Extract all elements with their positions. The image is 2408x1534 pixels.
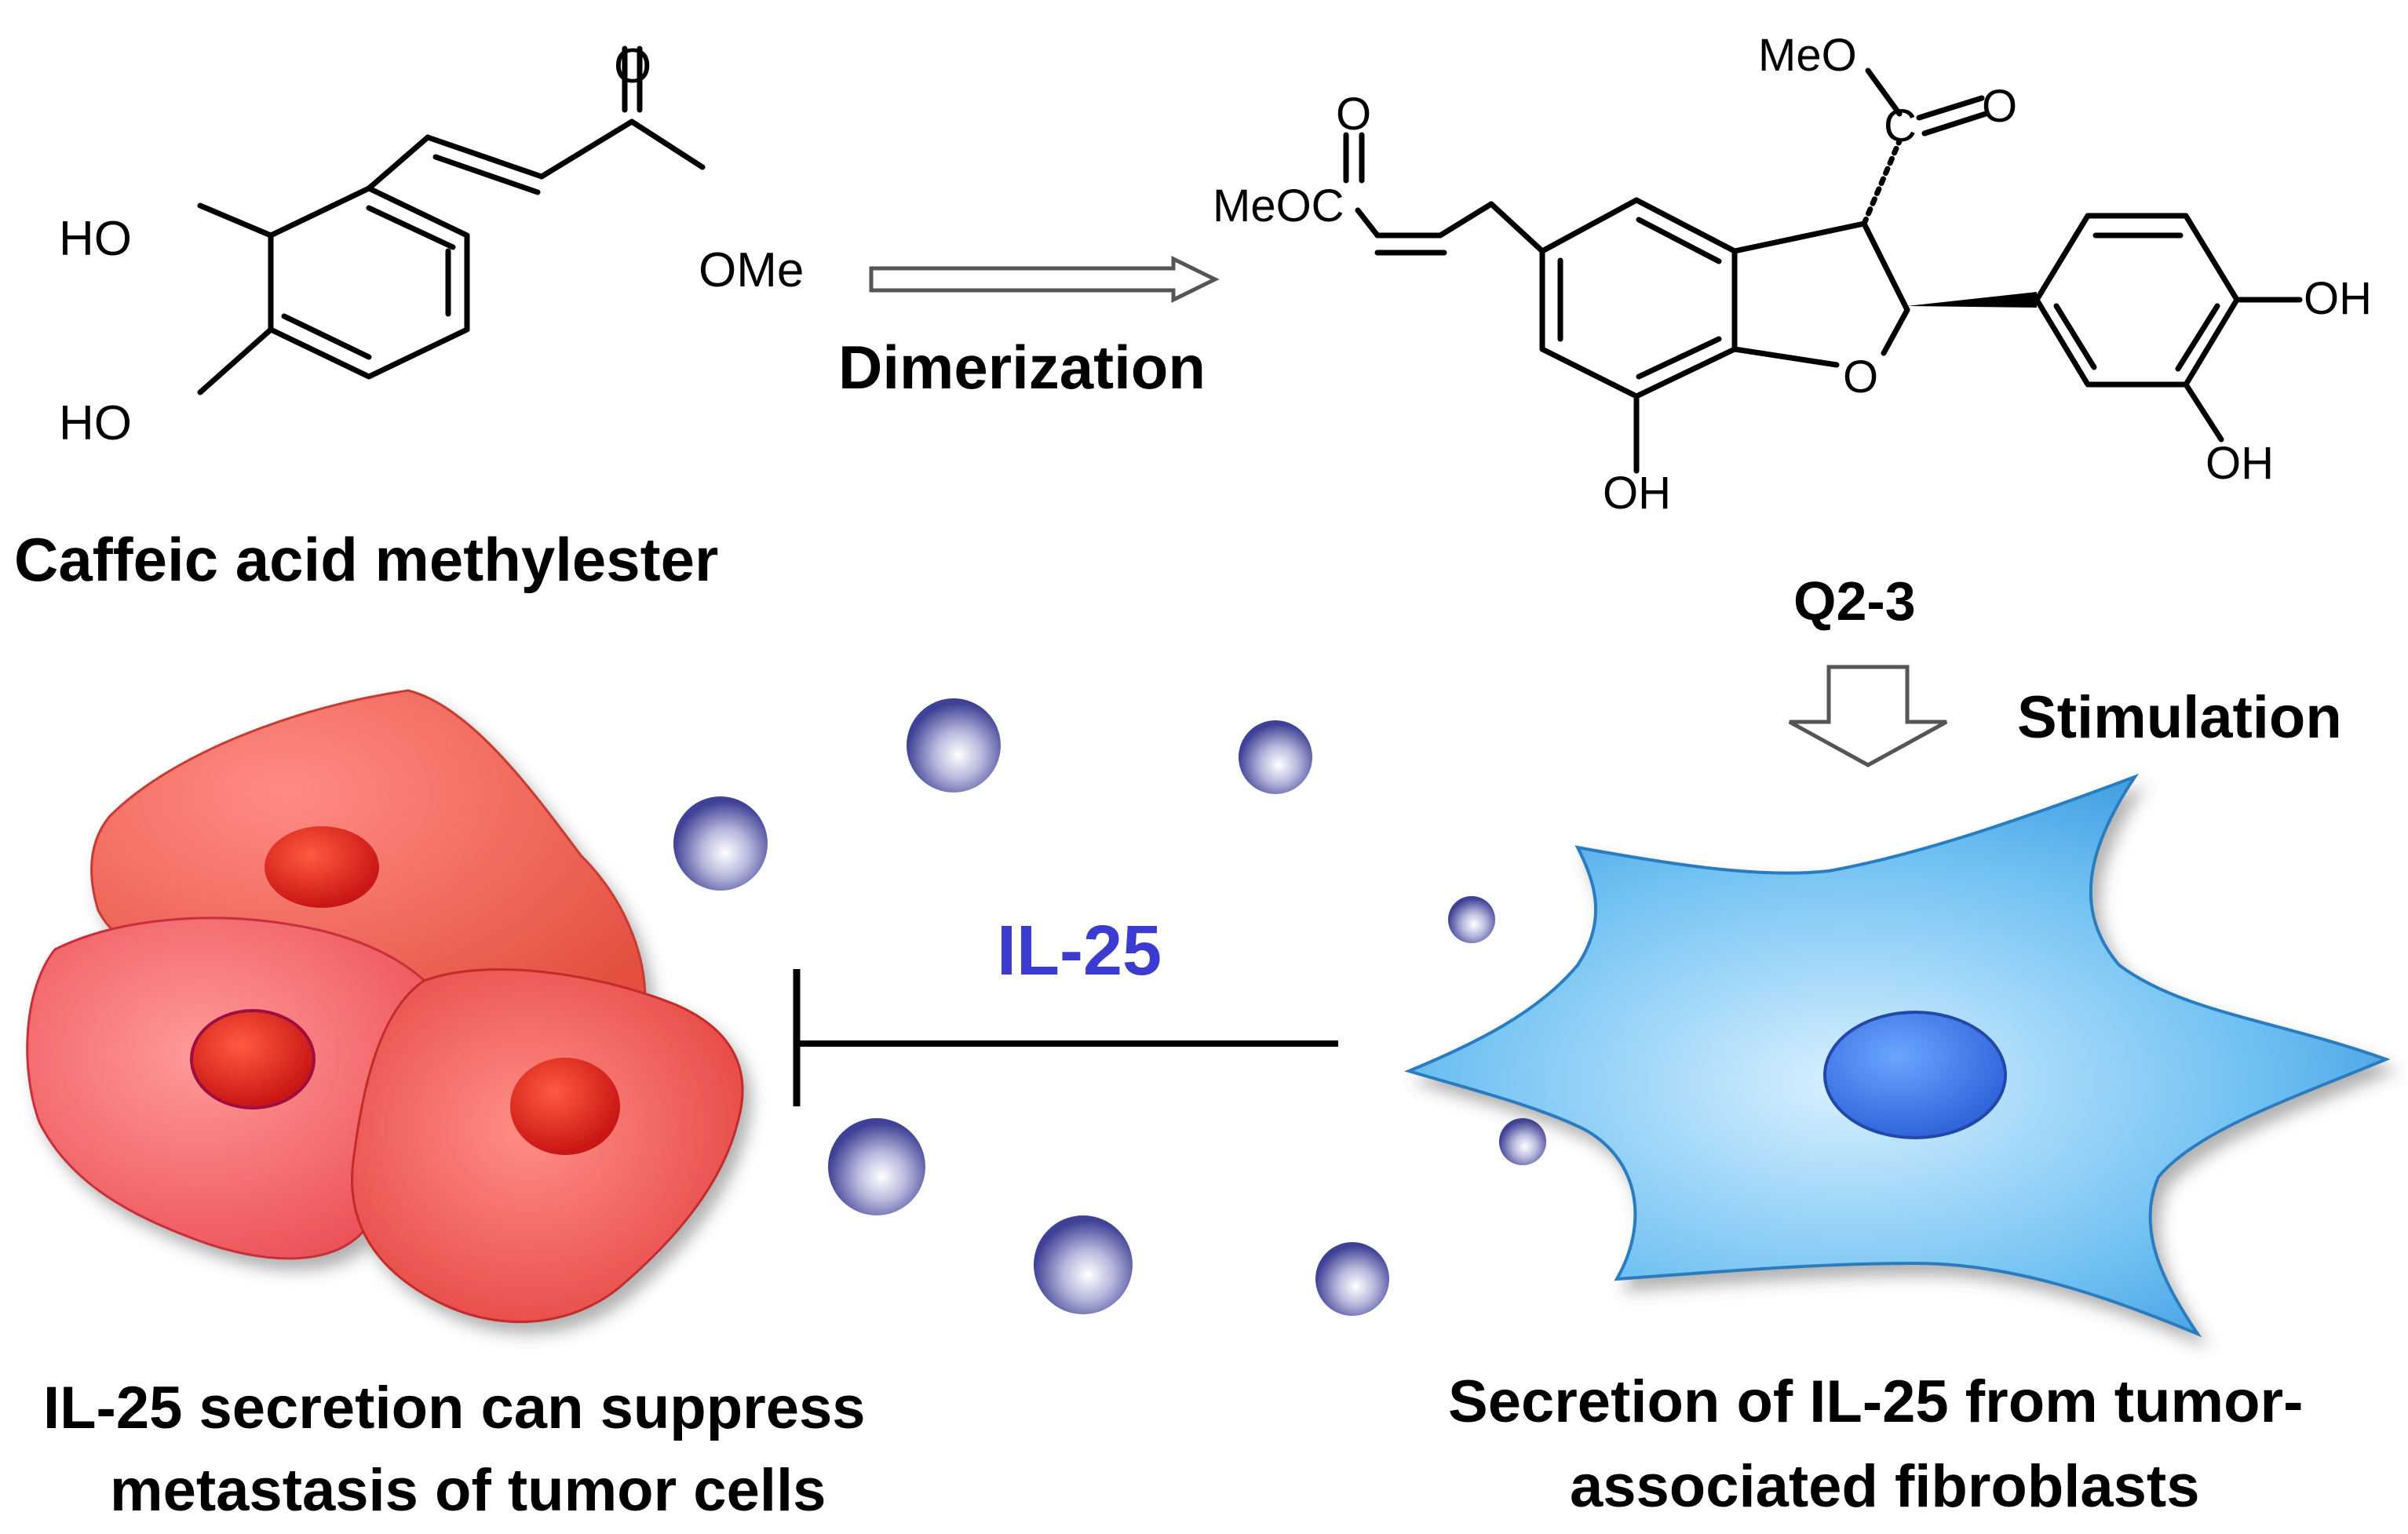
il25-particle <box>1315 1242 1389 1316</box>
product-meo-top: MeO <box>1758 30 1857 81</box>
product-ring-b <box>2034 213 2240 388</box>
product-ester-o: O <box>1982 81 2017 132</box>
product-oh-right-top: OH <box>2304 273 2372 324</box>
product-meoc: MeOC <box>1213 180 1344 231</box>
product-furan-1 <box>1731 220 1867 254</box>
fibroblast-caption-line1: Secretion of IL-25 from tumor- <box>1448 1368 2303 1435</box>
il25-particle <box>1239 720 1312 794</box>
reactant-ring-double-1 <box>281 313 372 360</box>
product-c2-wedge <box>1907 292 2037 308</box>
reactant-ome: OMe <box>699 243 804 297</box>
product-furan-4 <box>1731 346 1840 368</box>
il25-particle <box>907 698 1001 793</box>
stimulation-label: Stimulation <box>2017 684 2342 751</box>
fibroblast-nucleus <box>1823 1011 2007 1139</box>
reactant-chain-3 <box>538 118 635 180</box>
product-ester-co-2 <box>1921 111 1989 137</box>
product-furan-2 <box>1861 220 1910 313</box>
product-chain-4 <box>1355 207 1381 239</box>
dimerization-label: Dimerization <box>838 333 1206 402</box>
il25-particle <box>1499 1118 1546 1165</box>
reactant-chain-2b <box>432 154 541 195</box>
fibroblast-caption-line2: associated fibroblasts <box>1570 1453 2200 1520</box>
il25-particle <box>828 1118 925 1215</box>
reactant-oh-bond-top <box>197 202 274 239</box>
product-ring-a <box>1539 197 1738 399</box>
reactant-ring <box>268 185 470 380</box>
product-oh-bottom: OH <box>1603 468 1671 519</box>
reactant-ho-top: HO <box>59 212 132 266</box>
product-ring-a-double-1 <box>1636 217 1722 264</box>
il25-particle <box>673 796 768 891</box>
il25-particle <box>1034 1215 1133 1314</box>
reactant-ring-double-2 <box>366 205 456 250</box>
tumor-nucleus <box>510 1058 620 1155</box>
product-ester-meo <box>1865 67 1903 117</box>
tumor-caption-line2: metastasis of tumor cells <box>110 1457 826 1524</box>
tumor-cells <box>26 689 744 1324</box>
product-ring-b-double-3 <box>2053 303 2097 370</box>
product-oh-bond-2 <box>2183 381 2224 443</box>
product-ring-a-double-3 <box>1636 336 1722 380</box>
product-left-o: O <box>1336 89 1371 140</box>
product-c3-ester <box>1861 138 1903 227</box>
product-ester-c: C <box>1884 100 1917 151</box>
product-name: Q2-3 <box>1793 570 1916 632</box>
tumor-nucleus <box>265 826 379 908</box>
product-structure: MeO C O O MeOC O OH OH OH <box>1213 30 2372 519</box>
product-ring-o: O <box>1843 352 1878 403</box>
il25-particle <box>1448 896 1495 943</box>
stimulation-arrow <box>1788 665 1948 767</box>
inhibition-symbol <box>793 969 1338 1106</box>
product-ester-co-1 <box>1916 95 1985 121</box>
il25-particles <box>673 698 1546 1316</box>
product-furan-3 <box>1881 307 1910 356</box>
reactant-chain-2 <box>425 134 545 180</box>
reactant-carbonyl-o: O <box>614 39 651 93</box>
reactant-name: Caffeic acid methylester <box>14 525 718 594</box>
reactant-structure: HO HO O OMe <box>59 39 804 450</box>
tumor-nucleus <box>190 1009 316 1110</box>
reactant-ome-bond <box>629 118 706 170</box>
reactant-oh-bond-bottom <box>197 326 274 395</box>
il25-label: IL-25 <box>997 912 1162 990</box>
product-oh-right-bottom: OH <box>2206 438 2274 489</box>
product-chain-1 <box>1488 201 1545 254</box>
tumor-caption-line1: IL-25 secretion can suppress <box>43 1375 866 1441</box>
product-chain-2 <box>1437 201 1494 239</box>
product-ring-b-double-2 <box>2175 303 2220 372</box>
dimerization-arrow <box>869 255 1220 304</box>
fibroblast <box>1403 773 2391 1338</box>
reactant-chain-1 <box>366 134 431 191</box>
reactant-ho-bottom: HO <box>59 396 132 450</box>
